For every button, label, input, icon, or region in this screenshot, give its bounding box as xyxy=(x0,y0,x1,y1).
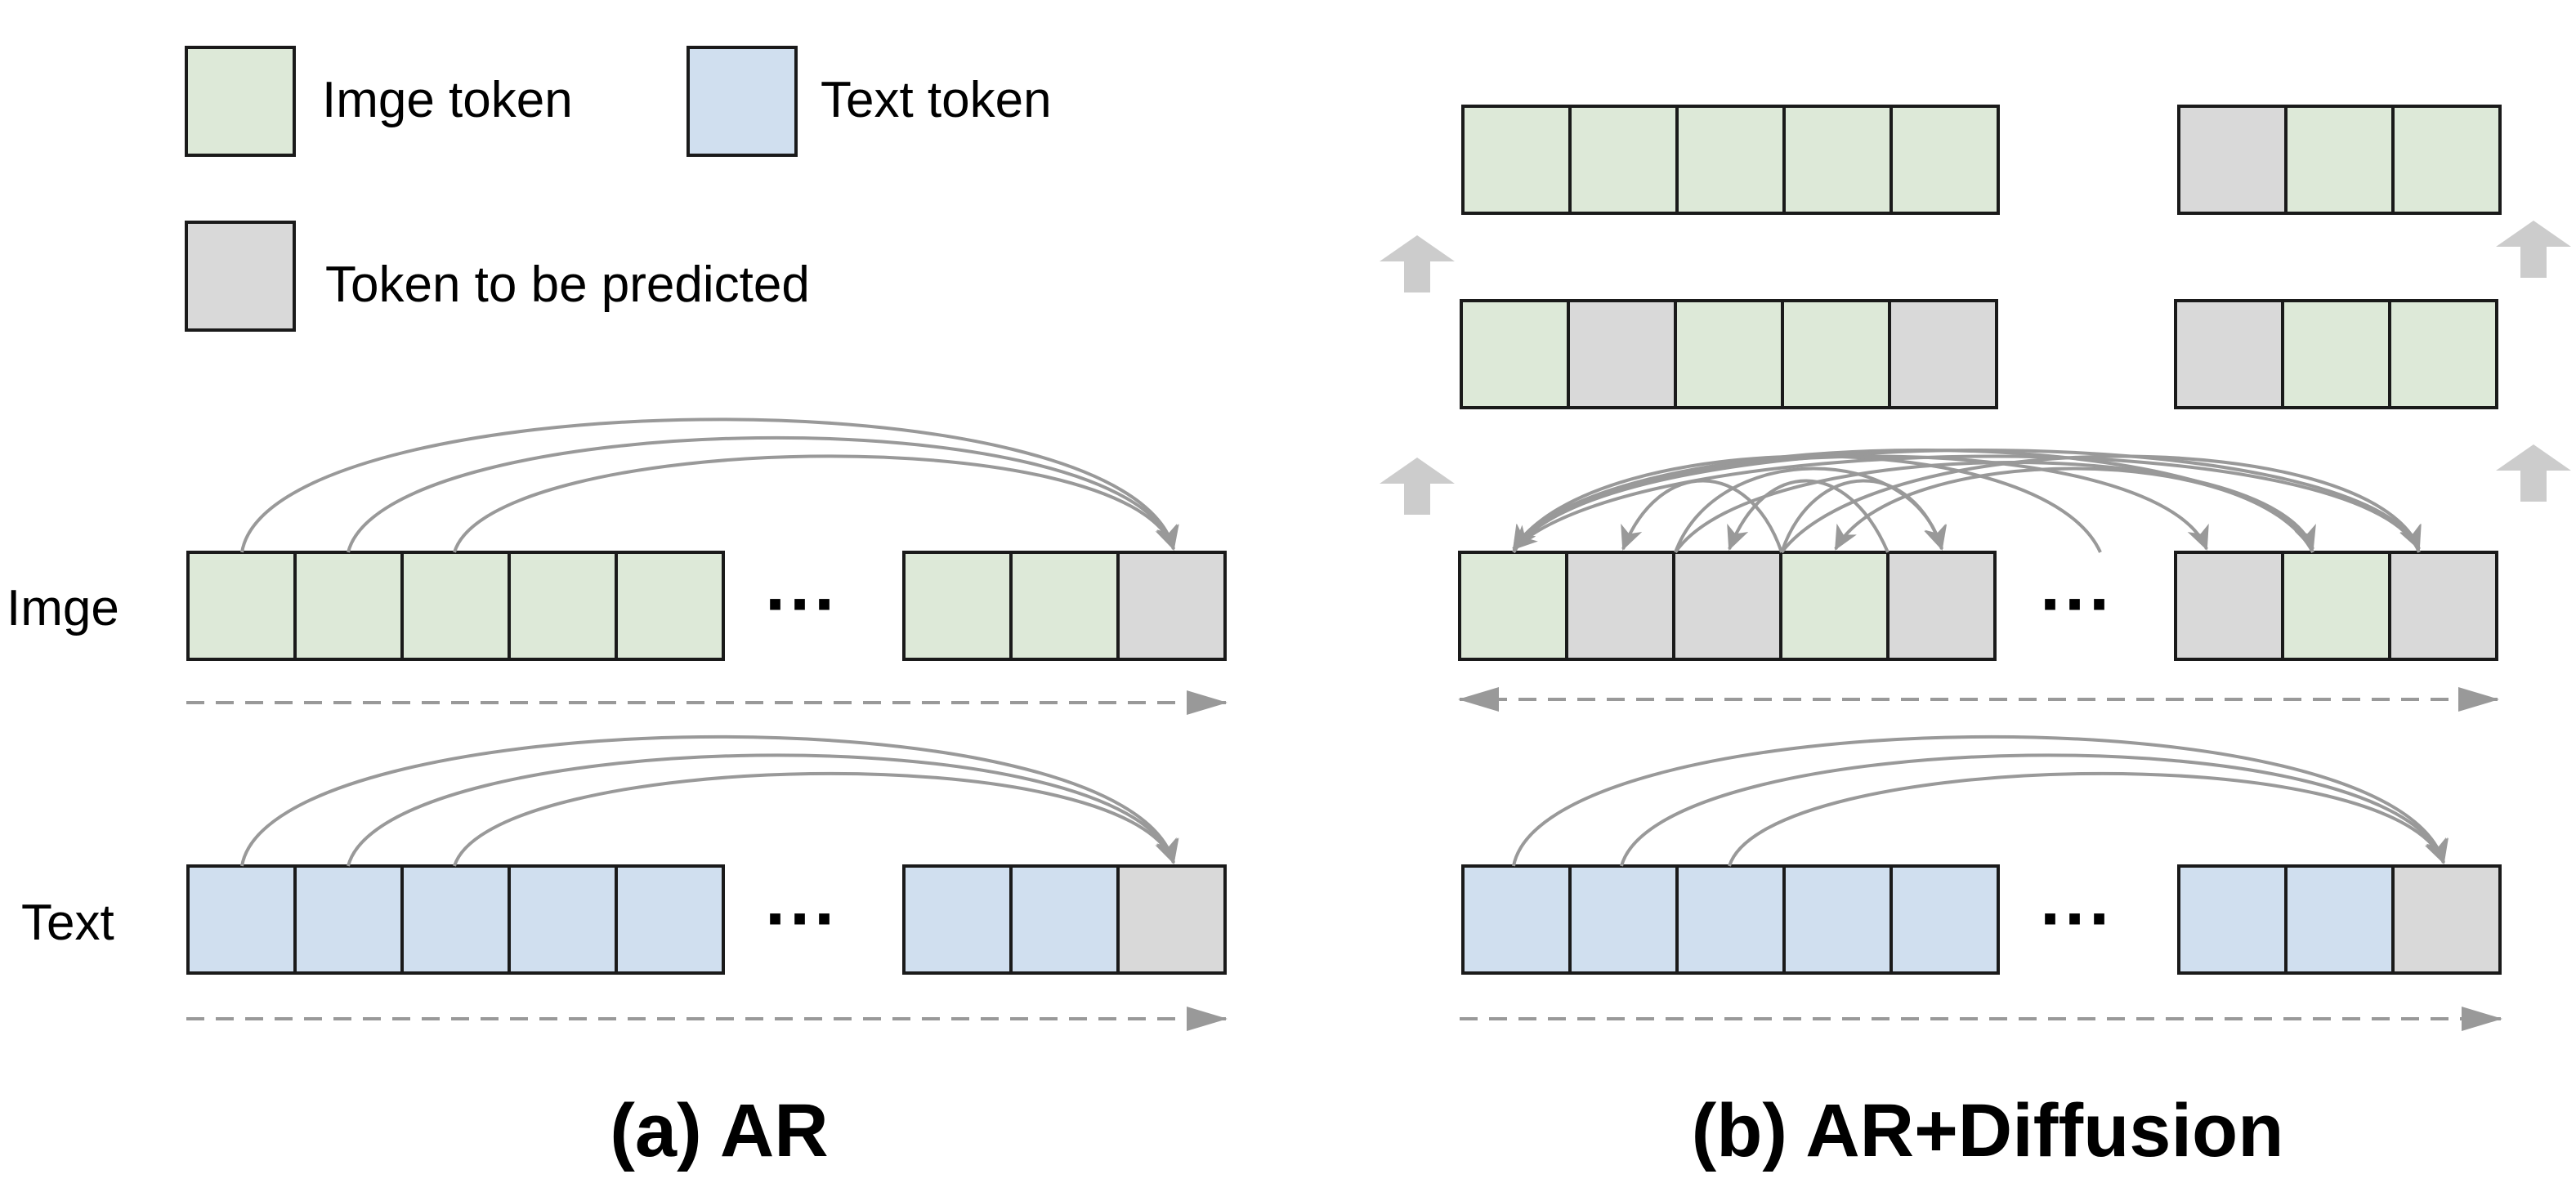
diffusion-image-ellipsis: ··· xyxy=(2040,564,2113,645)
legend-predicted-label: Token to be predicted xyxy=(325,257,810,313)
image-token-cell xyxy=(1461,105,1572,215)
diffusion-arc xyxy=(1727,479,1890,553)
diffusion-text-arc xyxy=(1728,771,2446,867)
text-token-cell xyxy=(1675,864,1786,975)
text-token-cell xyxy=(615,864,725,975)
predicted-token-cell xyxy=(2174,551,2284,661)
image-token-cell xyxy=(1674,299,1784,409)
diffusion-image-row-middle xyxy=(1460,299,2498,409)
image-token-cell xyxy=(400,551,511,661)
ar-text-arc xyxy=(347,753,1178,867)
diffusion-text-arc xyxy=(1620,753,2448,867)
up-arrow-icon xyxy=(1380,235,1455,292)
diffusion-arc xyxy=(1780,454,2422,554)
ar-image-arc xyxy=(347,435,1178,553)
image-token-cell xyxy=(2391,105,2502,215)
image-token-cell xyxy=(1009,551,1120,661)
image-token-cell xyxy=(1675,105,1786,215)
text-token-cell xyxy=(1568,864,1679,975)
ar-image-arc xyxy=(240,417,1179,553)
text-token-cell xyxy=(2177,864,2288,975)
predicted-token-cell xyxy=(2177,105,2288,215)
predicted-token-cell xyxy=(1565,551,1675,661)
caption-ar: (a) AR xyxy=(610,1089,828,1172)
diffusion-text-dependency-arrows xyxy=(1512,734,2449,867)
image-token-cell xyxy=(1568,105,1679,215)
legend-image-label: Imge token xyxy=(322,72,573,128)
diffusion-arc xyxy=(1674,461,2316,554)
panel-diffusion: ··· ··· xyxy=(1380,105,2571,1172)
predicted-token-cell xyxy=(1116,864,1227,975)
image-token-cell xyxy=(1460,299,1570,409)
image-token-cell xyxy=(1890,105,2000,215)
image-token-cell xyxy=(2281,551,2391,661)
diffusion-arc xyxy=(1512,449,2421,554)
predicted-token-cell xyxy=(1116,551,1227,661)
diffusion-step-arrows xyxy=(1380,221,2571,515)
predicted-token-cell xyxy=(2174,299,2284,409)
predicted-token-cell xyxy=(1567,299,1677,409)
image-token-cell xyxy=(186,551,297,661)
image-token-cell xyxy=(615,551,725,661)
predicted-token-cell xyxy=(2388,551,2498,661)
diffusion-text-ellipsis: ··· xyxy=(2040,878,2113,960)
legend-text-label: Text token xyxy=(821,72,1052,128)
ar-image-dependency-arrows xyxy=(240,417,1179,553)
predicted-token-cell xyxy=(1888,299,1998,409)
text-token-cell xyxy=(293,864,404,975)
text-token-cell xyxy=(1009,864,1120,975)
ar-text-dependency-arrows xyxy=(240,734,1179,867)
ar-image-arc xyxy=(453,454,1177,553)
ar-image-row xyxy=(186,551,1227,661)
up-arrow-icon xyxy=(2496,444,2571,502)
panel-ar: ··· ··· (a) AR xyxy=(186,417,1228,1172)
image-token-cell xyxy=(1782,105,1893,215)
predicted-token-cell xyxy=(2391,864,2502,975)
text-token-cell xyxy=(902,864,1013,975)
image-token-cell xyxy=(1781,299,1891,409)
diffusion-arc xyxy=(1834,467,2314,553)
diffusion-arc xyxy=(1780,479,1946,553)
image-token-cell xyxy=(902,551,1013,661)
image-token-cell xyxy=(1458,551,1568,661)
row-label-text: Text xyxy=(21,895,114,951)
predicted-token-cell xyxy=(1672,551,1782,661)
diffusion-text-row xyxy=(1461,864,2502,975)
diffusion-image-row-bottom xyxy=(1458,551,2498,661)
diffusion-image-dependency-arrows xyxy=(1512,449,2422,554)
diffusion-arc xyxy=(1512,454,2421,553)
up-arrow-icon xyxy=(2496,221,2571,278)
diffusion-image-row-top xyxy=(1461,105,2502,215)
image-token-cell xyxy=(508,551,618,661)
row-label-image: Imge xyxy=(7,580,119,636)
image-token-cell xyxy=(1779,551,1890,661)
legend-image-swatch xyxy=(185,46,296,157)
image-token-cell xyxy=(2388,299,2498,409)
image-token-cell xyxy=(2281,299,2391,409)
ar-text-ellipsis: ··· xyxy=(765,878,839,960)
legend-predicted-swatch xyxy=(185,221,296,332)
legend: Imge token Text token Token to be predic… xyxy=(185,46,1052,332)
text-token-cell xyxy=(1782,864,1893,975)
text-token-cell xyxy=(186,864,297,975)
text-token-cell xyxy=(508,864,618,975)
diffusion-arc xyxy=(1621,479,1783,553)
text-token-cell xyxy=(2284,864,2395,975)
predicted-token-cell xyxy=(1886,551,1997,661)
caption-ar-diffusion: (b) AR+Diffusion xyxy=(1692,1089,2284,1172)
image-token-cell xyxy=(2284,105,2395,215)
text-token-cell xyxy=(1890,864,2000,975)
text-token-cell xyxy=(1461,864,1572,975)
diffusion-text-arc xyxy=(1512,734,2449,867)
up-arrow-icon xyxy=(1380,458,1455,515)
image-token-cell xyxy=(293,551,404,661)
ar-text-arc xyxy=(453,771,1177,867)
ar-text-arc xyxy=(240,734,1179,867)
text-token-cell xyxy=(400,864,511,975)
ar-image-ellipsis: ··· xyxy=(765,564,839,645)
legend-text-swatch xyxy=(686,46,798,157)
ar-text-row xyxy=(186,864,1227,975)
